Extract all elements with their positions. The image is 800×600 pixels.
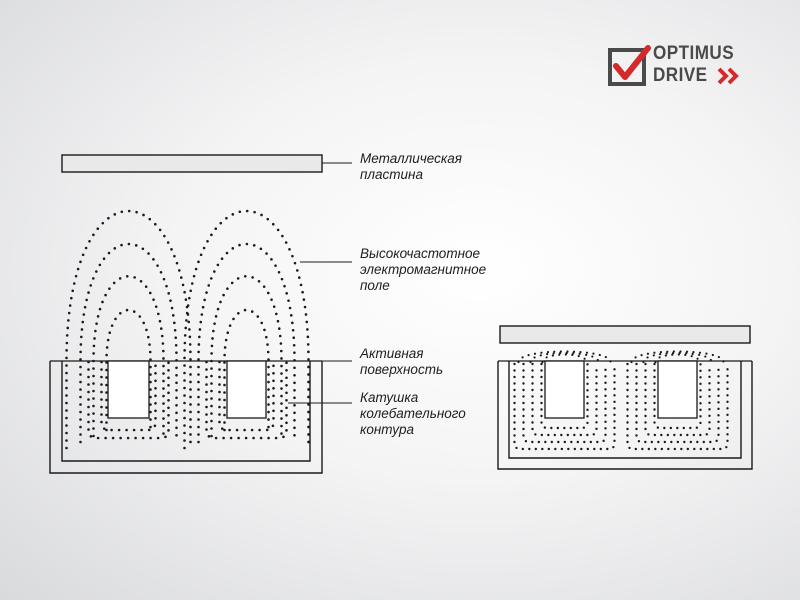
label-line: контура <box>360 422 415 437</box>
field-line <box>522 362 607 444</box>
label-em-field: Высокочастотное электромагнитное поле <box>360 246 486 294</box>
field-line <box>205 360 288 440</box>
metal-plate-left <box>61 154 323 173</box>
label-line: колебательного <box>360 406 466 421</box>
label-line: поле <box>360 278 390 293</box>
label-line: электромагнитное <box>360 262 487 277</box>
field-line <box>87 360 170 440</box>
leader-lines <box>288 162 352 404</box>
double-chevron-right-icon <box>717 67 739 85</box>
field-line <box>197 242 296 444</box>
brand-logo: OPTIMUS DRIVE <box>606 42 756 92</box>
sensor-far-plate <box>49 154 323 474</box>
label-metal-plate: Металлическая пластина <box>360 151 462 183</box>
field-line <box>653 362 702 430</box>
field-line <box>105 308 152 432</box>
metal-plate-right <box>499 325 751 344</box>
field-line <box>540 362 589 430</box>
label-line: Металлическая <box>360 151 462 166</box>
coil-core-right-1 <box>544 360 585 419</box>
label-line: Высокочастотное <box>360 246 481 261</box>
field-line <box>223 308 270 432</box>
coil-core-left-2 <box>226 360 267 419</box>
field-line <box>100 360 157 432</box>
label-coil: Катушка колебательного контура <box>360 390 466 438</box>
field-line <box>79 242 178 444</box>
coil-field-dots-left <box>87 360 288 440</box>
field-line <box>92 274 165 438</box>
field-line <box>210 274 283 438</box>
sensor-housing-left <box>49 361 323 474</box>
field-line <box>218 360 275 432</box>
label-active-surface: Активная поверхность <box>360 346 443 378</box>
label-line: Катушка <box>360 390 419 405</box>
coil-field-dots-right <box>513 362 729 451</box>
logo-text-line2: DRIVE <box>653 65 708 86</box>
em-field-lines-left <box>65 209 310 450</box>
field-line <box>635 362 720 444</box>
field-line <box>183 209 310 450</box>
label-line: поверхность <box>360 362 444 377</box>
coil-core-left-1 <box>107 360 150 419</box>
coil-core-right-2 <box>657 360 698 419</box>
label-line: пластина <box>360 167 423 182</box>
sensor-near-plate <box>497 325 753 470</box>
logo-text-line1: OPTIMUS <box>653 43 735 64</box>
sensor-housing-right <box>497 361 753 470</box>
checkmark-box-icon <box>608 45 651 86</box>
field-line <box>65 209 192 450</box>
label-line: Активная <box>360 346 424 361</box>
